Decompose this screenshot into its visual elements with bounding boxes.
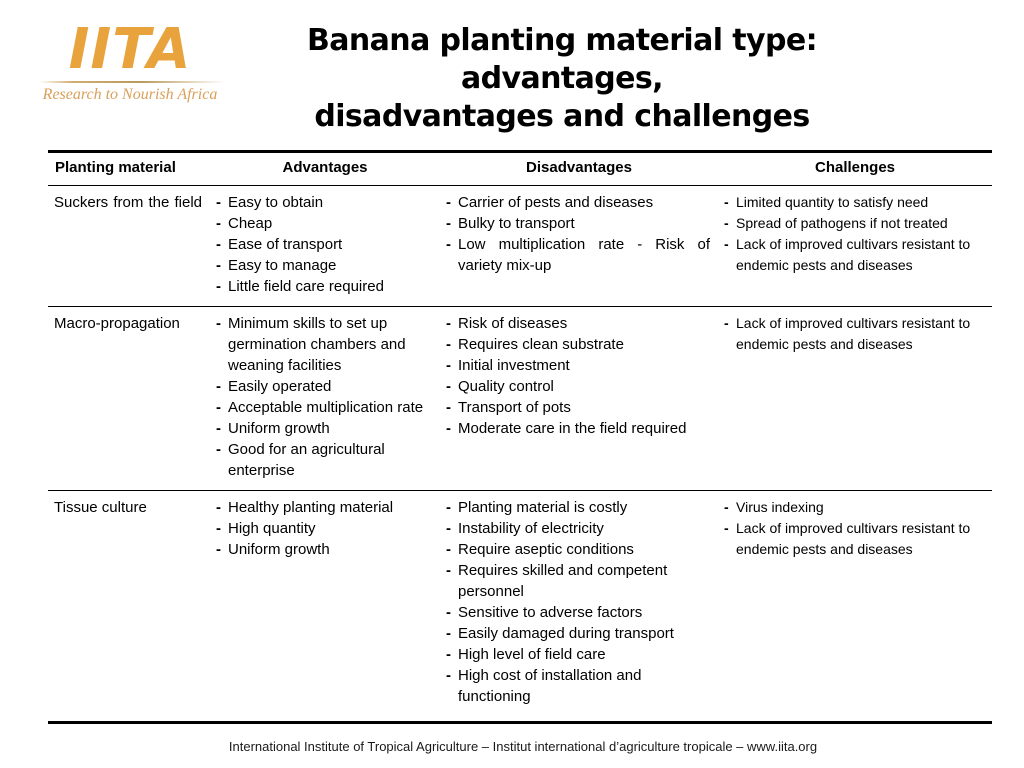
list-item: Easily damaged during transport: [446, 623, 710, 644]
list-item: Spread of pathogens if not treated: [724, 213, 984, 234]
list-item: Risk of diseases: [446, 313, 710, 334]
cell-material: Tissue culture: [48, 490, 210, 724]
cell-advantages: Minimum skills to set up germination cha…: [210, 306, 440, 491]
slide-title: Banana planting material type: advantage…: [232, 22, 892, 136]
list-item: Transport of pots: [446, 397, 710, 418]
list-item: Little field care required: [216, 276, 432, 297]
list-item: Moderate care in the field required: [446, 418, 710, 439]
list-item: Virus indexing: [724, 497, 984, 518]
material-label: Tissue culture: [54, 499, 147, 516]
challenges-list: Virus indexing Lack of improved cultivar…: [724, 497, 984, 560]
disadvantages-list: Carrier of pests and diseases Bulky to t…: [446, 192, 710, 276]
list-item: High level of field care: [446, 644, 710, 665]
cell-material: Suckers from the field: [48, 185, 210, 307]
list-item: Instability of electricity: [446, 518, 710, 539]
list-item: Planting material is costly: [446, 497, 710, 518]
cell-disadvantages: Planting material is costly Instability …: [440, 490, 718, 724]
logo-tagline: Research to Nourish Africa: [42, 86, 218, 103]
list-item: Ease of transport: [216, 234, 432, 255]
challenges-list: Lack of improved cultivars resistant to …: [724, 313, 984, 355]
material-label: Macro-propagation: [54, 315, 180, 332]
list-item: Healthy planting material: [216, 497, 432, 518]
slide-footer: International Institute of Tropical Agri…: [228, 739, 818, 754]
table-header: Planting material Advantages Disadvantag…: [48, 150, 992, 186]
slide-title-line-2: disadvantages and challenges: [314, 99, 810, 134]
logo-divider-rule: [39, 81, 225, 83]
list-item: Quality control: [446, 376, 710, 397]
list-item: Bulky to transport: [446, 213, 710, 234]
list-item: Acceptable multiplication rate: [216, 397, 432, 418]
iita-logo: IITA Research to Nourish Africa: [33, 20, 233, 112]
disadvantages-list: Risk of diseases Requires clean substrat…: [446, 313, 710, 439]
list-item: Lack of improved cultivars resistant to …: [724, 518, 984, 560]
slide-title-line-1: Banana planting material type: advantage…: [307, 23, 818, 96]
material-label: Suckers from the field: [54, 194, 202, 211]
list-item: High cost of installation and functionin…: [446, 665, 710, 707]
list-item: Sensitive to adverse factors: [446, 602, 710, 623]
advantages-list: Minimum skills to set up germination cha…: [216, 313, 432, 481]
cell-challenges: Limited quantity to satisfy need Spread …: [718, 185, 992, 307]
list-item: Cheap: [216, 213, 432, 234]
table-row: Macro-propagation Minimum skills to set …: [48, 306, 992, 491]
list-item: Easy to obtain: [216, 192, 432, 213]
advantages-list: Healthy planting material High quantity …: [216, 497, 432, 560]
cell-disadvantages: Carrier of pests and diseases Bulky to t…: [440, 185, 718, 307]
column-header-disadvantages: Disadvantages: [440, 150, 718, 186]
comparison-table-wrapper: Planting material Advantages Disadvantag…: [48, 150, 992, 724]
list-item: Require aseptic conditions: [446, 539, 710, 560]
table-row: Tissue culture Healthy planting material…: [48, 490, 992, 724]
list-item: Initial investment: [446, 355, 710, 376]
list-item: High quantity: [216, 518, 432, 539]
comparison-table: Planting material Advantages Disadvantag…: [48, 150, 992, 724]
list-item: Carrier of pests and diseases: [446, 192, 710, 213]
list-item: Uniform growth: [216, 539, 432, 560]
list-item: Low multiplication rate - Risk of variet…: [446, 234, 710, 276]
challenges-list: Limited quantity to satisfy need Spread …: [724, 192, 984, 276]
logo-wordmark: IITA: [68, 17, 192, 82]
list-item: Easily operated: [216, 376, 432, 397]
list-item: Limited quantity to satisfy need: [724, 192, 984, 213]
disadvantages-list: Planting material is costly Instability …: [446, 497, 710, 707]
list-item: Requires clean substrate: [446, 334, 710, 355]
cell-challenges: Virus indexing Lack of improved cultivar…: [718, 490, 992, 724]
cell-disadvantages: Risk of diseases Requires clean substrat…: [440, 306, 718, 491]
list-item: Lack of improved cultivars resistant to …: [724, 313, 984, 355]
cell-advantages: Healthy planting material High quantity …: [210, 490, 440, 724]
column-header-planting-material: Planting material: [48, 150, 210, 186]
cell-challenges: Lack of improved cultivars resistant to …: [718, 306, 992, 491]
column-header-advantages: Advantages: [210, 150, 440, 186]
cell-advantages: Easy to obtain Cheap Ease of transport E…: [210, 185, 440, 307]
table-header-row: Planting material Advantages Disadvantag…: [48, 150, 992, 186]
list-item: Uniform growth: [216, 418, 432, 439]
list-item: Lack of improved cultivars resistant to …: [724, 234, 984, 276]
list-item: Requires skilled and competent personnel: [446, 560, 710, 602]
list-item: Good for an agricultural enterprise: [216, 439, 432, 481]
list-item: Minimum skills to set up germination cha…: [216, 313, 432, 376]
table-row: Suckers from the field Easy to obtain Ch…: [48, 185, 992, 307]
advantages-list: Easy to obtain Cheap Ease of transport E…: [216, 192, 432, 297]
column-header-challenges: Challenges: [718, 150, 992, 186]
list-item: Easy to manage: [216, 255, 432, 276]
table-body: Suckers from the field Easy to obtain Ch…: [48, 185, 992, 724]
cell-material: Macro-propagation: [48, 306, 210, 491]
